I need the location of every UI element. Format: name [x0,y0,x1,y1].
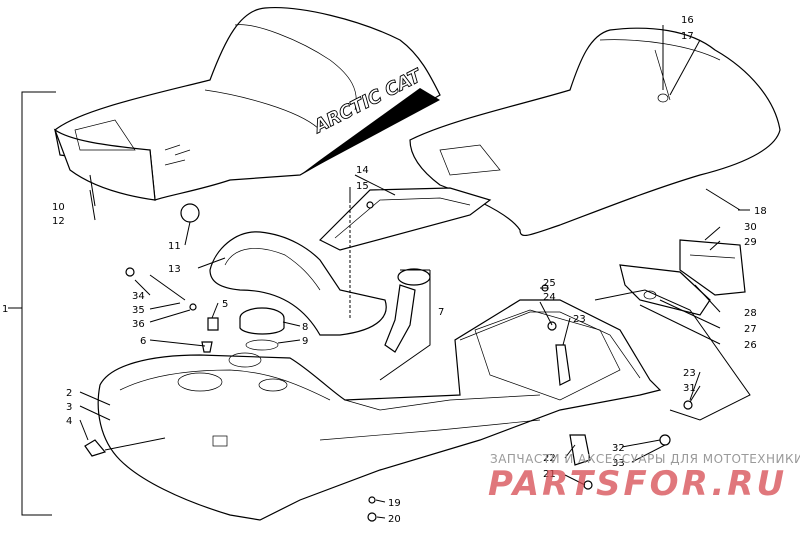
callout-3: 3 [66,402,72,413]
callout-10: 10 [52,202,65,213]
callout-23a: 23 [573,314,586,325]
callout-12: 12 [52,216,65,227]
callout-20: 20 [388,514,401,525]
callout-36: 36 [132,319,145,330]
watermark-site: PARTSFOR.RU [488,464,788,504]
fuel-tank-chassis [97,299,662,521]
callout-31: 31 [683,383,696,394]
callout-33: 33 [612,458,625,469]
callout-8: 8 [302,322,308,333]
gas-cap [239,307,285,351]
callout-9: 9 [302,336,308,347]
callout-14: 14 [356,165,369,176]
callout-4: 4 [66,416,72,427]
callout-23b: 23 [683,368,696,379]
callout-13: 13 [168,264,181,275]
callout-6: 6 [140,336,146,347]
seat-left: ARCTIC CAT [53,7,441,201]
callout-32: 32 [612,443,625,454]
taillight-assembly [594,239,751,421]
fuel-sender [384,268,431,353]
callout-5: 5 [222,299,228,310]
callout-1: 1 [2,304,8,315]
callout-16: 16 [681,15,694,26]
seat-base-panel [209,231,387,336]
storage-tray [318,187,492,320]
callout-15: 15 [356,181,369,192]
callout-27: 27 [744,324,757,335]
callout-26: 26 [744,340,757,351]
callout-22: 22 [543,453,556,464]
callout-34: 34 [132,291,145,302]
callout-21: 21 [543,469,556,480]
callout-25: 25 [543,278,556,289]
callout-7: 7 [438,307,444,318]
callout-11: 11 [168,241,181,252]
callout-18: 18 [754,206,767,217]
leader-lines [79,25,750,519]
assembly-bracket [8,91,56,516]
callout-labels: 1 2 3 4 5 6 7 8 9 10 11 12 13 14 15 16 1… [2,15,767,525]
callout-19: 19 [388,498,401,509]
seat-right [409,27,781,237]
callout-17: 17 [681,31,694,42]
callout-29: 29 [744,237,757,248]
callout-2: 2 [66,388,72,399]
callout-30: 30 [744,222,757,233]
watermark-caption: ЗАПЧАСТИ И АКСЕССУАРЫ ДЛЯ МОТОТЕХНИКИ [490,452,800,466]
callout-28: 28 [744,308,757,319]
callout-24: 24 [543,292,556,303]
callout-35: 35 [132,305,145,316]
